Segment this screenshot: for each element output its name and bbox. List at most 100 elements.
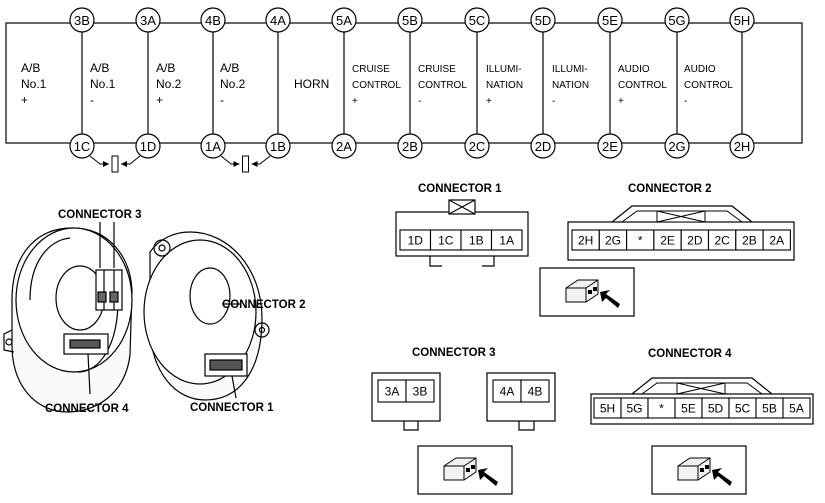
terminal-label: 4A — [500, 385, 515, 399]
terminal-label: 2D — [687, 234, 703, 248]
column-label-line: CRUISE — [352, 64, 390, 75]
bottom-pin-label: 1C — [74, 139, 91, 154]
top-pin-label: 3A — [140, 13, 156, 28]
illus-label-connector4: CONNECTOR 4 — [45, 403, 129, 415]
top-pin-circle — [397, 7, 423, 33]
terminal-label: 5G — [626, 402, 642, 416]
column-label-line: CONTROL — [618, 80, 667, 91]
terminal-cell — [520, 379, 550, 403]
top-pin-circle — [597, 7, 623, 33]
connector4-title: CONNECTOR 4 — [648, 348, 732, 360]
terminal-cell — [762, 229, 791, 251]
bottom-pin-circle — [200, 133, 226, 159]
shorting-bar — [220, 155, 271, 173]
top-pin-circle — [729, 7, 755, 33]
bottom-pin-circle — [530, 133, 556, 159]
top-pin-label: 5D — [535, 13, 552, 28]
bottom-pin-label: 1D — [140, 139, 157, 154]
top-pin-label: 5A — [336, 13, 352, 28]
column-label-line: AUDIO — [684, 64, 716, 75]
top-pin-circle — [265, 7, 291, 33]
bottom-pin-circle — [397, 133, 423, 159]
top-pin-circle — [530, 7, 556, 33]
top-pin-label: 5B — [402, 13, 418, 28]
terminal-label: 5E — [681, 402, 696, 416]
top-pin-label: 5H — [734, 13, 751, 28]
top-pin-circle — [135, 7, 161, 33]
clock-spring-front-unit — [3, 222, 133, 413]
bottom-pin-circle — [729, 133, 755, 159]
bottom-pin-circle — [135, 133, 161, 159]
column-label-line: A/B — [220, 61, 239, 75]
terminal-cell — [405, 379, 435, 403]
terminal-label: 2E — [660, 234, 675, 248]
column-label-line: AUDIO — [618, 64, 650, 75]
terminal-label: 5D — [708, 402, 724, 416]
terminal-label: 5B — [762, 402, 777, 416]
top-pin-circle — [464, 7, 490, 33]
terminal-label: 2H — [578, 234, 593, 248]
column-label-line: No.2 — [220, 77, 246, 91]
bottom-pin-circle — [464, 133, 490, 159]
column-label-line: - — [684, 96, 687, 107]
bottom-pin-circle — [597, 133, 623, 159]
bottom-pin-label: 2B — [402, 139, 418, 154]
terminal-label: 2G — [605, 234, 621, 248]
bottom-pin-circle — [265, 133, 291, 159]
bottom-pin-circle — [664, 133, 690, 159]
column-label-line: No.2 — [156, 77, 182, 91]
column-label-line: + — [21, 93, 28, 107]
terminal-label: 3B — [413, 385, 428, 399]
pin-schematic: 3B1C3A1D4B1A4A1B5A2A5B2B5C2C5D2D5E2E5G2G… — [5, 7, 803, 173]
column-label-line: CONTROL — [684, 80, 733, 91]
top-pin-circle — [331, 7, 357, 33]
terminal-label: 2B — [742, 234, 757, 248]
column-label-line: + — [486, 96, 492, 107]
terminal-label: 3A — [385, 385, 400, 399]
column-label-line: CRUISE — [418, 64, 456, 75]
top-pin-circle — [69, 7, 95, 33]
column-label-line: - — [552, 96, 555, 107]
top-pin-label: 5E — [602, 13, 618, 28]
terminal-cell — [490, 229, 523, 251]
column-label-line: - — [418, 96, 421, 107]
column-label-line: ILLUMI- — [486, 64, 522, 75]
column-label-line: CONTROL — [418, 80, 467, 91]
bottom-pin-label: 2D — [535, 139, 552, 154]
connector1-face-view: CONNECTOR 1 1D 1C 1B 1A — [395, 183, 529, 267]
top-pin-circle — [664, 7, 690, 33]
column-label-line: A/B — [90, 61, 109, 75]
connector-view-icon — [417, 445, 513, 495]
connector-view-icon — [539, 267, 635, 317]
column-label-line: + — [352, 96, 358, 107]
bottom-pin-circle — [331, 133, 357, 159]
terminal-label: 2A — [769, 234, 784, 248]
illus-label-connector1: CONNECTOR 1 — [190, 402, 274, 414]
column-label-line: A/B — [21, 61, 40, 75]
bottom-pin-label: 2G — [668, 139, 685, 154]
connector2-title: CONNECTOR 2 — [628, 183, 712, 195]
top-pin-label: 5C — [469, 13, 486, 28]
bottom-pin-label: 2E — [602, 139, 618, 154]
top-pin-label: 3B — [74, 13, 90, 28]
bottom-pin-label: 1A — [205, 139, 221, 154]
top-pin-label: 5G — [668, 13, 685, 28]
terminal-label: 1C — [438, 234, 454, 248]
column-label: HORN — [294, 77, 329, 91]
terminal-label: 4B — [528, 385, 543, 399]
terminal-label: 1D — [408, 234, 424, 248]
terminal-label: 1B — [469, 234, 484, 248]
terminal-label: 1A — [499, 234, 514, 248]
clock-spring-illustration — [3, 222, 270, 413]
top-pin-label: 4B — [205, 13, 221, 28]
connector1-title: CONNECTOR 1 — [418, 183, 502, 195]
shorting-bar — [89, 155, 141, 173]
top-pin-circle — [200, 7, 226, 33]
column-label-line: ILLUMI- — [552, 64, 588, 75]
bottom-pin-label: 2H — [734, 139, 751, 154]
column-label-line: - — [220, 93, 224, 107]
column-label-line: + — [618, 96, 624, 107]
